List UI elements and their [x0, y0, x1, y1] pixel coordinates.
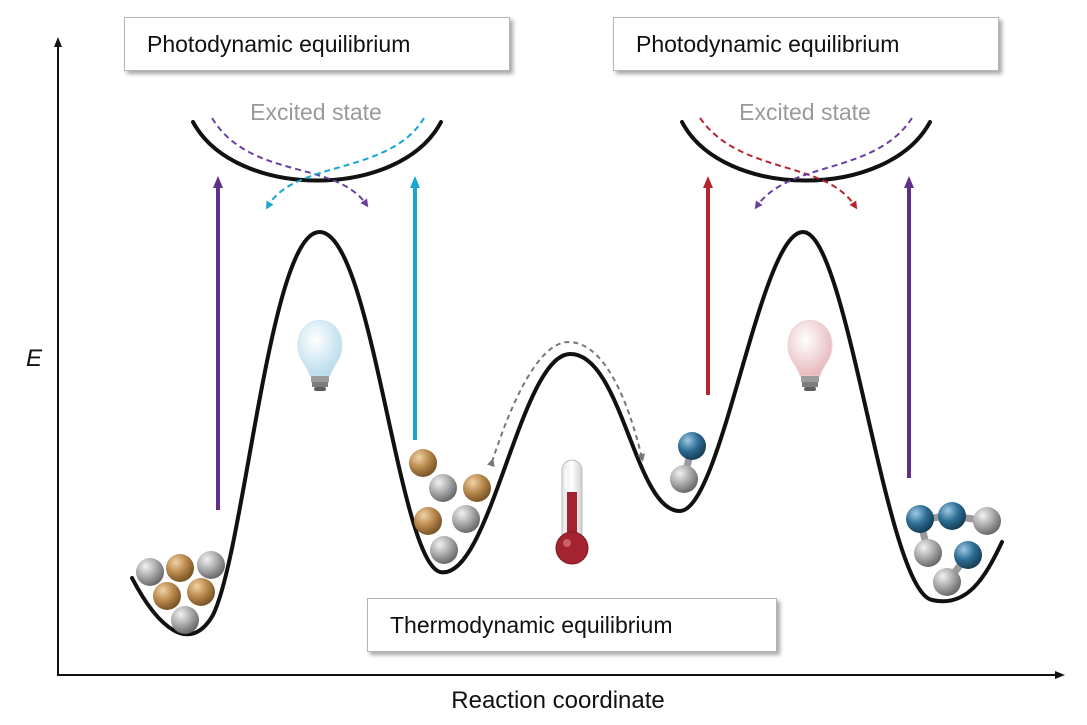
sphere-grey	[670, 465, 698, 493]
sphere-grey	[429, 474, 457, 502]
photodynamic-equilibrium-box-left: Photodynamic equilibrium	[124, 17, 510, 71]
relax-path-purple-left	[211, 117, 369, 208]
molecule-cluster-middle	[409, 449, 491, 564]
sphere-bronze	[414, 507, 442, 535]
sphere-blue	[954, 541, 982, 569]
sphere-grey	[973, 507, 1001, 535]
excited-state-label-right: Excited state	[739, 99, 871, 125]
excited-state-label-left: Excited state	[250, 99, 382, 125]
axes	[54, 37, 1065, 679]
sphere-grey	[452, 505, 480, 533]
relax-path-cyan-left	[265, 117, 425, 210]
photodynamic-equilibrium-box-right: Photodynamic equilibrium	[613, 17, 999, 71]
relax-path-red-right	[699, 117, 858, 210]
sphere-grey	[136, 558, 164, 586]
sphere-blue	[906, 505, 934, 533]
excited-state-curve-right	[680, 120, 932, 183]
ground-state-curve	[130, 229, 1004, 637]
thermal-interconversion-arrow	[486, 340, 645, 468]
x-axis-label: Reaction coordinate	[451, 687, 664, 714]
sphere-grey	[197, 551, 225, 579]
molecule-cluster-left	[136, 551, 225, 634]
sphere-blue	[938, 502, 966, 530]
sphere-grey	[933, 568, 961, 596]
sphere-grey	[914, 539, 942, 567]
excited-state-curve-left	[191, 120, 443, 183]
sphere-blue	[678, 432, 706, 460]
sphere-bronze	[153, 582, 181, 610]
sphere-grey	[430, 536, 458, 564]
sphere-bronze	[187, 578, 215, 606]
sphere-bronze	[463, 474, 491, 502]
relax-path-purple-right	[754, 117, 913, 210]
light-bulb-blue-icon	[297, 320, 343, 391]
y-axis-label: E	[26, 345, 43, 372]
sphere-grey	[171, 606, 199, 634]
thermometer-icon	[555, 459, 589, 565]
sphere-bronze	[409, 449, 437, 477]
thermodynamic-equilibrium-box: Thermodynamic equilibrium	[367, 598, 777, 652]
sphere-bronze	[166, 554, 194, 582]
light-bulb-pink-icon	[787, 320, 833, 391]
molecule-chain-right	[906, 502, 1001, 596]
molecule-diatomic	[670, 432, 706, 493]
